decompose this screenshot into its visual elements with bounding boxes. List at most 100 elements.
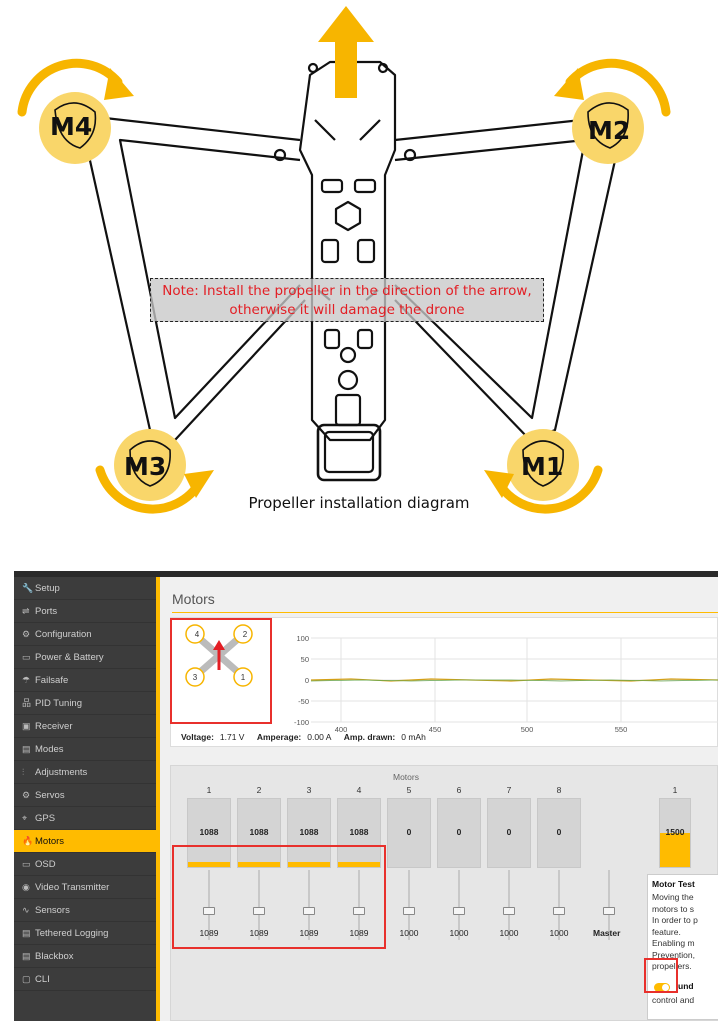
sidebar-item-cli[interactable]: ▢CLI [14,968,156,991]
sidebar-item-configuration[interactable]: ⚙Configuration [14,623,156,646]
vtx-icon: ◉ [22,882,30,892]
rotation-arrows [17,58,671,514]
motor-slider-value: 1000 [449,928,469,938]
sidebar-item-receiver[interactable]: ▣Receiver [14,715,156,738]
slider-thumb[interactable] [203,907,215,915]
motor-test-note-line: In order to p [652,915,698,925]
motor-output-fill [338,861,380,867]
configurator-window: 🔧Setup⇌Ports⚙Configuration ▭ Power & Batte… [14,571,718,1021]
motor-output-value: 1088 [349,827,369,837]
motors-tab-content: Motors 4 2 3 1 [160,577,718,1021]
motor-test-toggle[interactable] [654,983,670,992]
master-slider[interactable] [603,870,615,940]
motor-slider[interactable] [503,870,515,940]
motor-slider[interactable] [303,870,315,940]
sidebar-item-modes[interactable]: ▤Modes [14,738,156,761]
motor-slider-value: 1089 [299,928,319,938]
sidebar-item-failsafe[interactable]: ☂Failsafe [14,669,156,692]
slider-thumb[interactable] [403,907,415,915]
sidebar-item-adjustments[interactable]: ⫶Adjustments [14,761,156,784]
motor-channel-number: 1 [206,785,212,795]
wrench-icon: 🔧 [22,583,34,593]
voltage-value: 1.71 V [219,732,245,742]
sidebar-item-label: Sensors [35,905,70,916]
servo-channel-number: 1 [672,785,678,795]
sidebar-item-servos[interactable]: ⚙Servos [14,784,156,807]
motor-output-bar: 1088 [337,798,381,868]
slider-thumb[interactable] [503,907,515,915]
motor-output-bar: 0 [387,798,431,868]
motor-output-bar: 0 [487,798,531,868]
slider-track [458,870,460,940]
motor-channel-number: 3 [306,785,312,795]
motor-output-value: 1088 [249,827,269,837]
sidebar-nav: 🔧Setup⇌Ports⚙Configuration ▭ Power & Batte… [14,577,156,1021]
mini-motor-number: 1 [241,673,246,682]
sidebar-item-osd[interactable]: ▭OSD [14,853,156,876]
mini-motor-number: 3 [193,673,198,682]
slider-thumb[interactable] [453,907,465,915]
mini-motor-number: 2 [243,630,248,639]
motor-slider[interactable] [353,870,365,940]
motor-output-value: 0 [456,827,462,837]
motor-channel-number: 2 [256,785,262,795]
note-line-2: otherwise it will damage the drone [229,302,465,318]
servo-output-value: 1500 [665,827,685,837]
sidebar-item-motors[interactable]: 🔥Motors [14,830,156,853]
fire-icon: 🔥 [22,836,34,846]
mini-motor-number: 4 [195,630,200,639]
sidebar-item-setup[interactable]: 🔧Setup [14,577,156,600]
motor-slider-value: 1000 [549,928,569,938]
slider-thumb[interactable] [303,907,315,915]
motor-label-m4: M4 [50,112,93,141]
slider-thumb[interactable] [553,907,565,915]
motor-channel-number: 4 [356,785,362,795]
sidebar-item-sensors[interactable]: ∿Sensors [14,899,156,922]
amp-drawn-value: 0 mAh [401,732,426,742]
highlight-sliders-box [172,845,386,949]
motor-slider[interactable] [403,870,415,940]
x-tick: 550 [615,725,628,734]
x-tick: 450 [429,725,442,734]
motor-output-value: 1088 [199,827,219,837]
sidebar-item-gps[interactable]: ⌖GPS [14,807,156,830]
slider-track [308,870,310,940]
diagram-caption: Propeller installation diagram [248,494,470,512]
parachute-icon: ☂ [22,675,31,685]
servo-output-bar: 1500 [659,798,691,868]
sidebar-item-ports[interactable]: ⇌Ports [14,600,156,623]
slider-track [608,870,610,940]
motor-label-m1: M1 [521,452,564,481]
slider-thumb[interactable] [603,907,615,915]
motor-graph-panel: 4 2 3 1 [170,617,718,747]
slider-thumb[interactable] [353,907,365,915]
motor-output-bar: 1088 [287,798,331,868]
osd-icon: ▭ [22,859,31,869]
sidebar-item-video-transmitter[interactable]: ◉Video Transmitter [14,876,156,899]
window-topbar [14,571,718,577]
motor-channel-number: 7 [506,785,512,795]
voltage-label: Voltage: [181,732,214,742]
motor-slider[interactable] [453,870,465,940]
motor-output-bar: 1088 [237,798,281,868]
slider-thumb[interactable] [253,907,265,915]
highlight-toggle-box [644,958,678,993]
note-line-1: Note: Install the propeller in the direc… [162,283,532,299]
sidebar-item-label: Power & Battery [35,652,104,663]
y-tick: -50 [298,697,309,706]
motor-output-fill [288,861,330,867]
sidebar-item-blackbox[interactable]: ▤Blackbox [14,945,156,968]
amp-drawn-label: Amp. drawn: [343,732,396,742]
amperage-value: 0.00 A [307,732,332,742]
sidebar-item-label: Modes [35,744,64,755]
sidebar-item-power-battery[interactable]: ▭ Power & Battery [14,646,156,669]
motor-slider[interactable] [253,870,265,940]
sidebar-item-tethered-logging[interactable]: ▤Tethered Logging [14,922,156,945]
motor-slider[interactable] [203,870,215,940]
motor-slider[interactable] [553,870,565,940]
battery-icon: ▭ [22,652,31,662]
terminal-icon: ▢ [22,974,31,984]
sidebar-accent-bar [156,577,160,1021]
master-label: Master [593,928,621,938]
